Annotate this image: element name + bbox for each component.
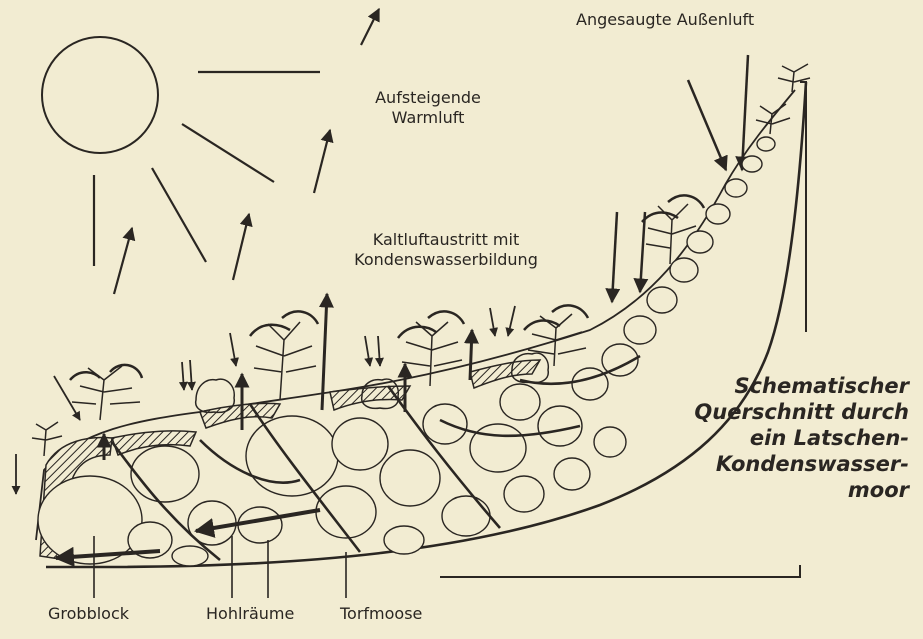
bottom-bracket (440, 565, 800, 577)
title-line: Schematischer (609, 373, 909, 399)
label-coarse-block: Grobblock (48, 604, 129, 624)
label-cold-air-line2: Kondenswasserbildung (326, 250, 566, 270)
label-peat-moss: Torfmoose (340, 604, 422, 624)
shrub (642, 195, 704, 264)
shrub (756, 104, 790, 134)
sun-icon (42, 37, 158, 153)
sun-rays (94, 72, 320, 266)
diagram-title: Schematischer Querschnitt durch ein Lats… (609, 373, 909, 503)
shrub (398, 311, 464, 386)
shrub (250, 311, 318, 400)
title-line: moor (609, 477, 909, 503)
title-line: ein Latschen- (609, 425, 909, 451)
title-line: Querschnitt durch (609, 399, 909, 425)
label-warm-air: Aufsteigende Warmluft (358, 88, 498, 128)
label-intake-air: Angesaugte Außenluft (576, 10, 754, 30)
label-cold-air: Kaltluftaustritt mit Kondenswasserbildun… (326, 230, 566, 270)
shrub (70, 365, 142, 420)
label-cold-air-line1: Kaltluftaustritt mit (326, 230, 566, 250)
label-cavities: Hohlräume (206, 604, 294, 624)
title-line: Kondenswasser- (609, 451, 909, 477)
label-warm-air-line1: Aufsteigende (358, 88, 498, 108)
label-warm-air-line2: Warmluft (358, 108, 498, 128)
shrub (524, 305, 588, 366)
